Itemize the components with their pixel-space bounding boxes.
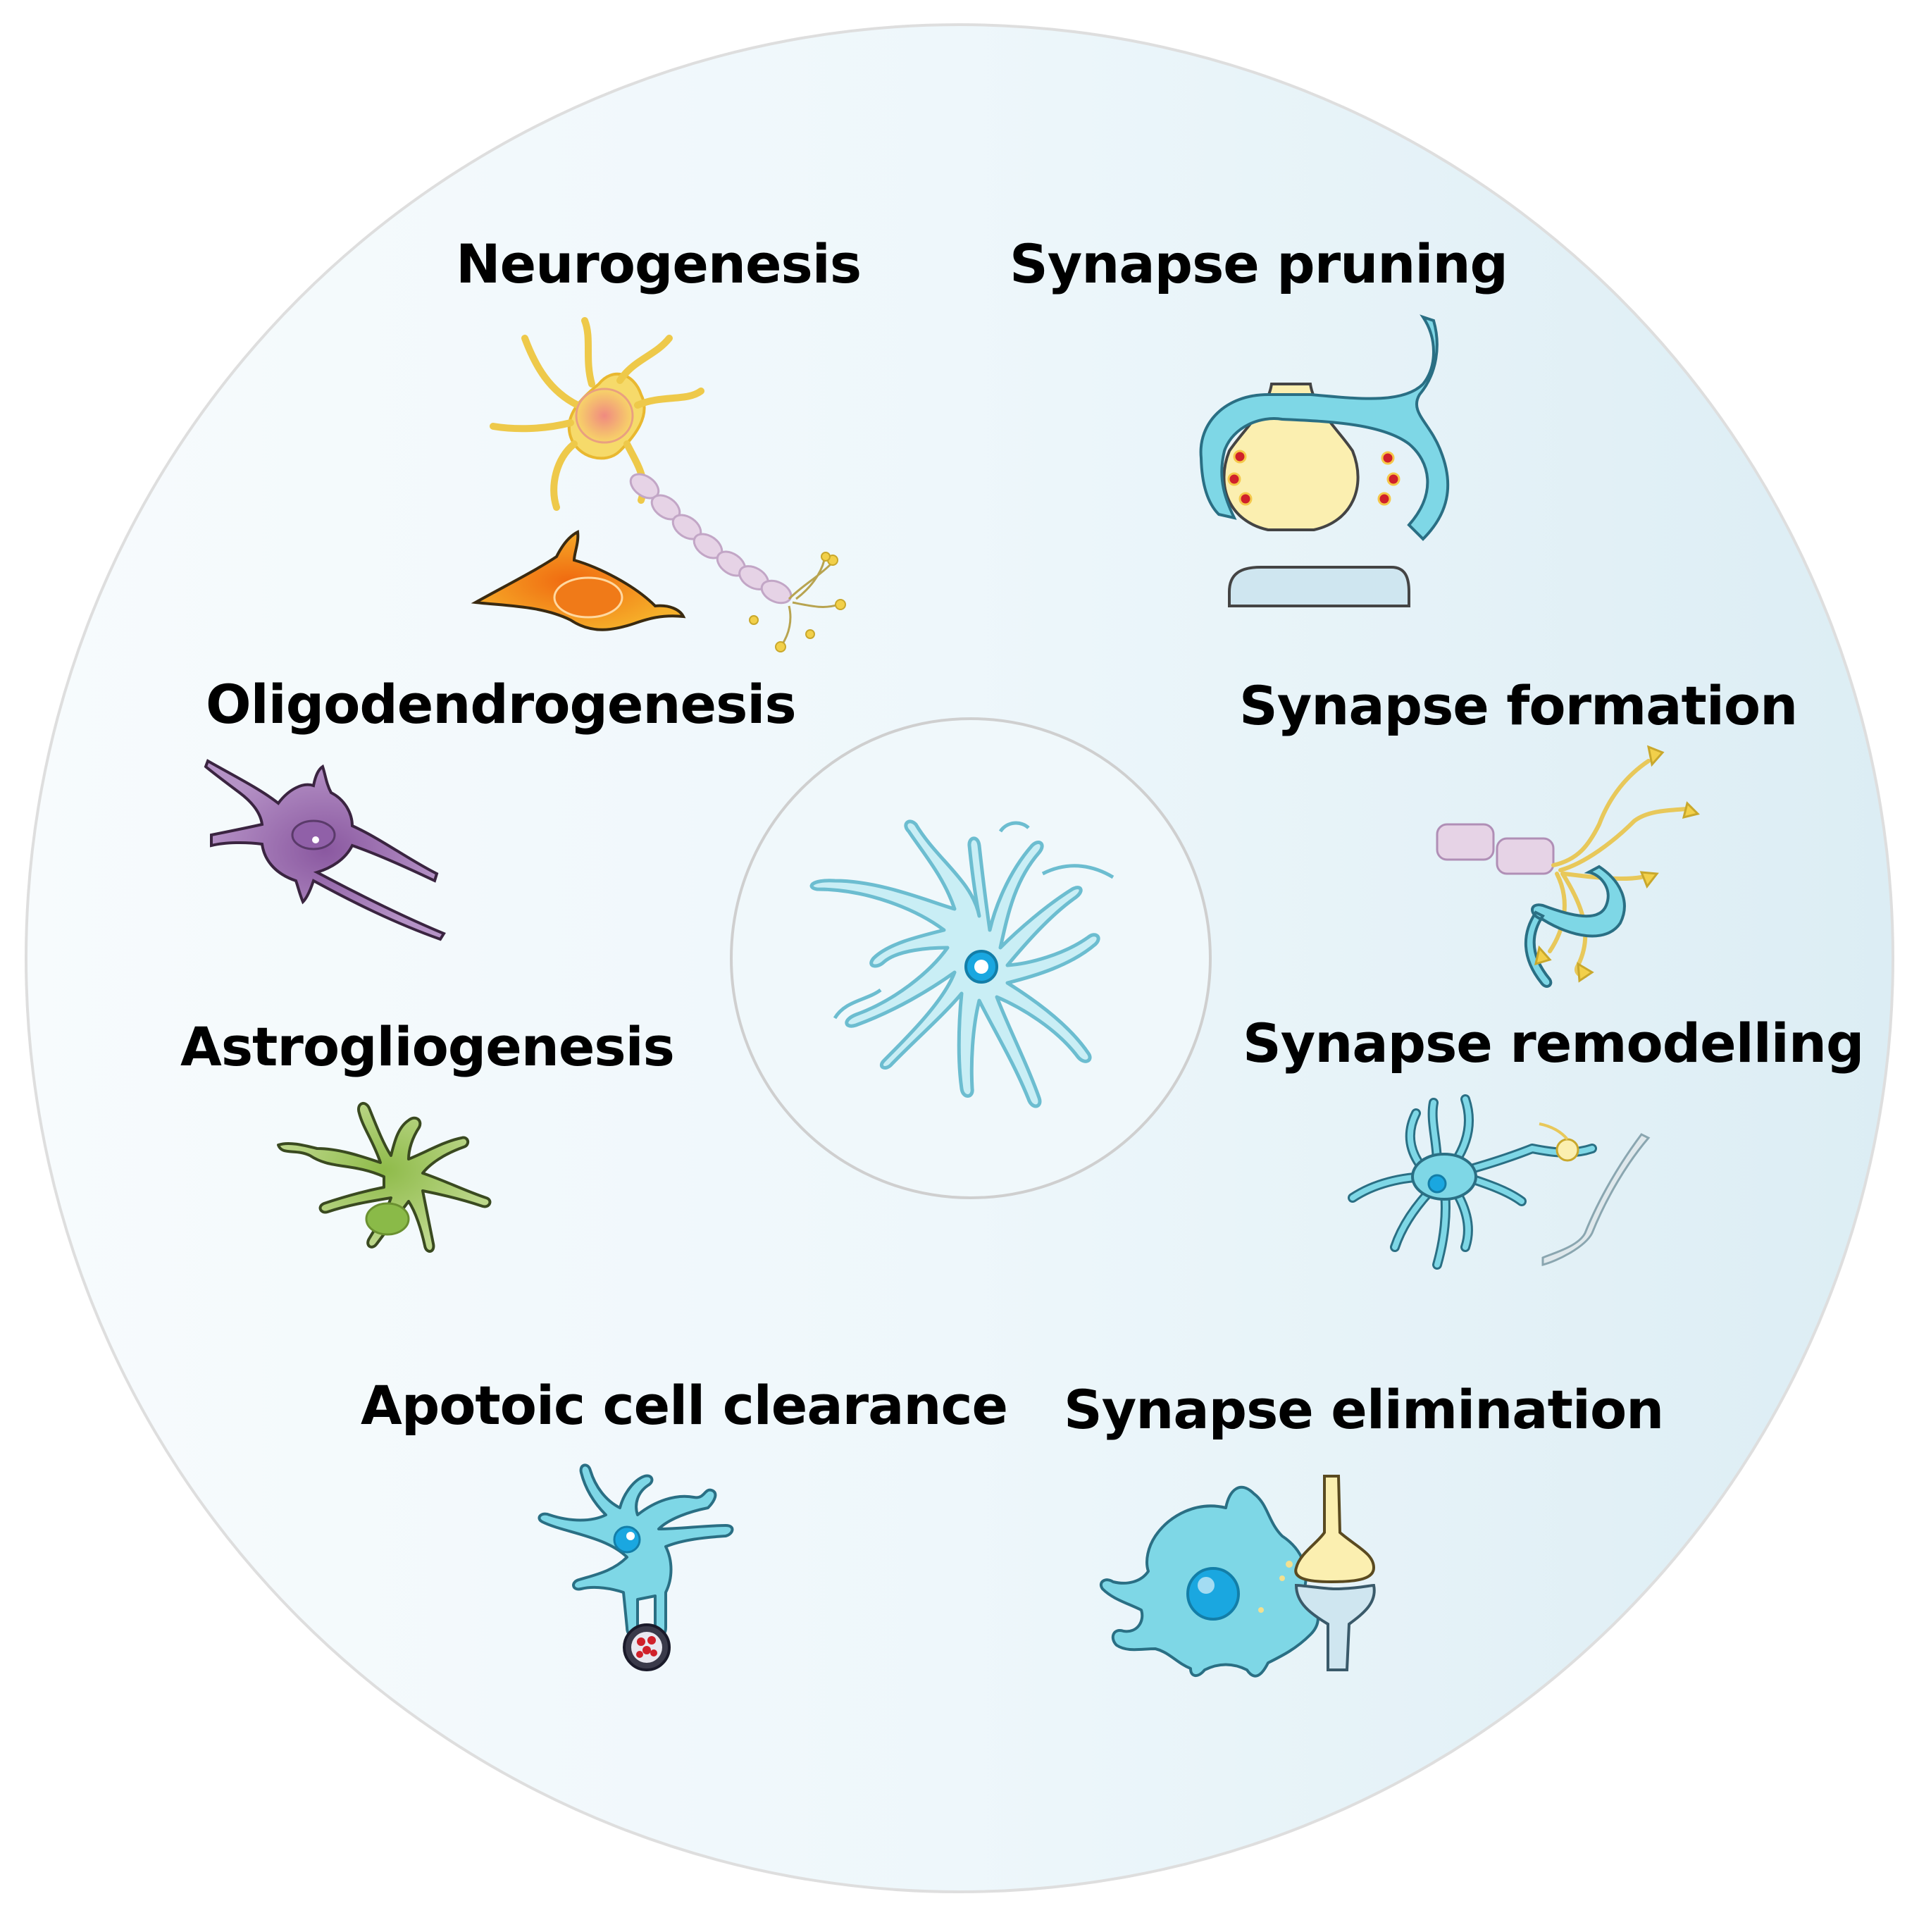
synapse-formation-icon <box>1436 745 1700 988</box>
nucleolus-icon <box>974 960 988 974</box>
astrocyte-icon <box>277 1102 492 1253</box>
label-astrogliogenesis: Astrogliogenesis <box>180 1015 675 1078</box>
label-neurogenesis: Neurogenesis <box>456 233 862 295</box>
label-synapse-formation: Synapse formation <box>1239 674 1798 737</box>
synapse-pruning-icon <box>1199 314 1450 607</box>
label-apoptotic-cell-clearance: Apotoic cell clearance <box>361 1374 1008 1437</box>
oligodendrocyte-icon <box>204 759 446 941</box>
label-synapse-elimination: Synapse elimination <box>1064 1378 1664 1441</box>
neuron-icon <box>490 317 846 652</box>
label-synapse-remodelling: Synapse remodelling <box>1243 1012 1864 1075</box>
apoptotic-clearance-icon <box>538 1463 734 1671</box>
synapse-remodelling-icon <box>1348 1094 1651 1270</box>
synapse-elimination-icon <box>1099 1475 1376 1678</box>
center-microglia-icon <box>809 819 1114 1108</box>
label-oligodendrogenesis: Oligodendrogenesis <box>206 673 797 736</box>
progenitor-cell-icon <box>471 529 686 631</box>
label-synapse-pruning: Synapse pruning <box>1010 233 1508 295</box>
